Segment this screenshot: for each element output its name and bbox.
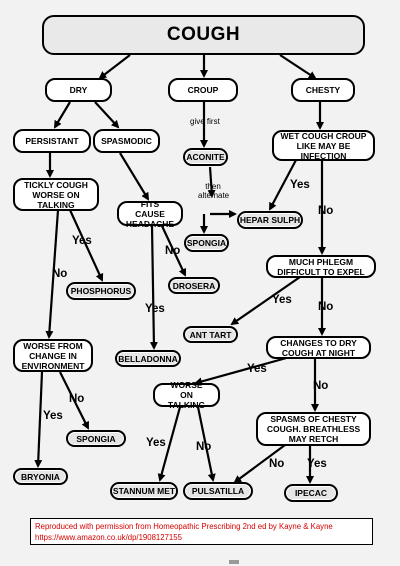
arrow-change-spongia [59,371,89,430]
arrow-wet-hepar [269,159,297,211]
remedy-spongia: SPONGIA [184,234,229,252]
arrow-fits-drosera [161,225,187,277]
arrow-fits-belladonna [149,225,158,350]
arrow-spasmodic-fits [119,152,150,201]
credit-box: Reproduced with permission from Homeopat… [30,518,373,545]
label-yes: Yes [290,179,310,191]
credit-text: Reproduced with permission from Homeopat… [35,522,333,531]
arrow-phlegm-anttart [230,276,301,326]
remedy-belladonna: BELLADONNA [115,350,181,367]
label-yes: Yes [72,235,92,247]
arrow-tickly-worsechange [45,209,60,339]
node-spasms-chesty-cough: SPASMS OF CHESTY COUGH. BREATHLESS MAY R… [256,412,371,446]
label-yes: Yes [247,363,267,375]
node-worse-change-environment: WORSE FROM CHANGE IN ENVIRONMENT [13,339,93,372]
page-indicator [229,560,239,564]
node-changes-dry-cough: CHANGES TO DRY COUGH AT NIGHT [266,336,371,359]
remedy-aconite: ACONITE [183,148,228,166]
arrow-title-chesty [279,54,317,80]
label-yes: Yes [272,294,292,306]
page-title: COUGH [42,15,365,55]
remedy-drosera: DROSERA [168,277,220,294]
remedy-bryonia: BRYONIA [13,468,68,485]
arrow-dry-persistant [53,101,71,129]
label-give-first: give first [190,117,220,126]
node-wet-cough: WET COUGH CROUP LIKE MAY BE INFECTION [272,130,375,161]
label-no: No [165,245,181,257]
node-fits-headache: FITS CAUSE HEADACHE [117,199,183,229]
label-no: No [196,441,212,453]
label-no: No [269,458,285,470]
label-yes: Yes [307,458,327,470]
arrow-tickly-phosphorus [68,209,104,282]
label-no: No [318,301,334,313]
node-croup: CROUP [168,78,238,102]
remedy-ant-tart: ANT TART [183,326,238,343]
arrow-title-dry [98,54,131,80]
remedy-spongia: SPONGIA [66,430,126,447]
arrow-dry-spasmodic [94,101,120,129]
label-yes: Yes [146,437,166,449]
remedy-stannum-met: STANNUM MET [110,482,178,500]
remedy-pulsatilla: PULSATILLA [183,482,253,500]
node-much-phlegm: MUCH PHLEGM DIFFICULT TO EXPEL [266,255,376,278]
label-no: No [313,380,329,392]
arrow-talking-stannum [157,406,182,482]
node-persistant: PERSISTANT [13,129,91,153]
node-chesty: CHESTY [291,78,355,102]
node-spasmodic: SPASMODIC [93,129,160,153]
label-no: No [69,393,85,405]
remedy-phosphorus: PHOSPHORUS [66,282,136,300]
remedy-hepar-sulph: HEPAR SULPH [237,211,303,229]
label-no: No [52,268,68,280]
credit-link[interactable]: https://www.amazon.co.uk/dp/1908127155 [35,533,182,542]
label-yes: Yes [43,410,63,422]
arrow-changes-worsetalking [194,355,291,386]
node-tickly-cough: TICKLY COUGH WORSE ON TALKING [13,178,99,211]
label-then-alternate: then alternate [198,182,230,200]
node-worse-on-talking: WORSE ON TALKING [153,380,220,410]
arrow-change-bryonia [34,371,44,468]
node-dry: DRY [45,78,112,102]
arrow-talking-pulsatilla [196,406,216,482]
remedy-ipecac: IPECAC [284,484,338,502]
label-yes: Yes [145,303,165,315]
arrow-aconite-alternate [207,166,216,198]
arrow-spasms-pulsatilla [233,444,286,484]
label-no: No [318,205,334,217]
